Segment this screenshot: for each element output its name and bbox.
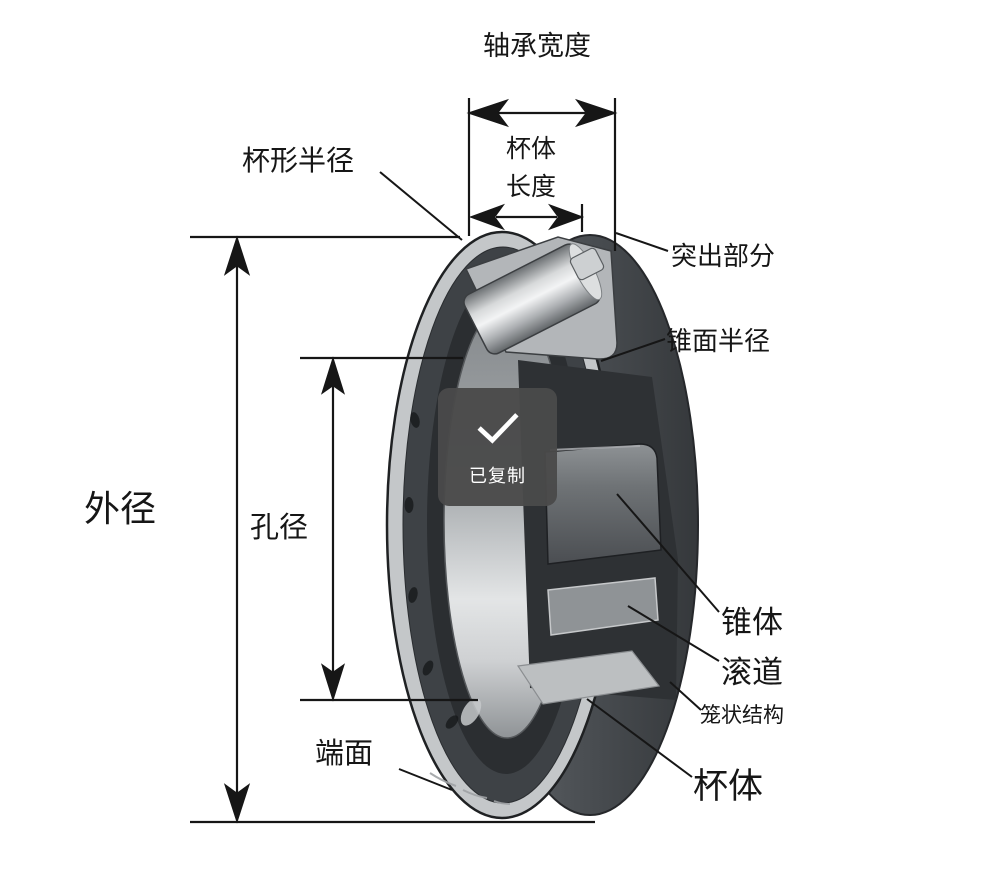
label-cone: 锥体 (721, 605, 783, 640)
label-cage-structure: 笼状结构 (700, 704, 784, 727)
label-cup-length: 杯体 长度 (471, 130, 591, 206)
label-cone-face-radius: 锥面半径 (666, 326, 771, 356)
leader-cone-face-radius (600, 338, 666, 362)
leader-cup (586, 698, 693, 778)
toast-message: 已复制 (469, 466, 526, 486)
cone-block (544, 443, 662, 565)
width-arrow-left (466, 98, 509, 128)
width-arrow-right (575, 98, 618, 128)
roller-stub (569, 247, 605, 281)
cage-pocket-shadows (404, 412, 459, 729)
od-arrow-down (223, 783, 251, 824)
label-cup-radius: 杯形半径 (242, 145, 355, 176)
leader-cage (669, 681, 702, 711)
leader-protrusion (615, 232, 669, 252)
label-bore-diameter: 孔径 (250, 512, 309, 544)
label-outer-diameter: 外径 (84, 488, 157, 529)
label-protrusion: 突出部分 (671, 241, 776, 271)
check-icon (477, 413, 519, 444)
leader-end-face (398, 768, 453, 791)
cone-top-highlight (549, 445, 641, 451)
raceway-roller (547, 577, 659, 636)
bore-arrow-up (320, 356, 346, 395)
label-end-face: 端面 (315, 738, 374, 770)
label-cup: 杯体 (693, 767, 764, 806)
dimension-lines (190, 98, 618, 824)
leader-raceway (627, 605, 720, 662)
bearing-body (385, 230, 699, 820)
label-cup-length-line1: 杯体 (505, 135, 556, 163)
bore-arrow-down (320, 663, 346, 702)
label-raceway: 滚道 (721, 655, 783, 690)
rim-engraving (429, 772, 511, 805)
bottom-roller (516, 650, 661, 705)
cup-length-arrow-right (547, 203, 585, 231)
leader-cone (616, 493, 720, 613)
copied-toast: 已复制 (438, 388, 557, 506)
od-arrow-up (223, 235, 251, 276)
label-cup-length-line2: 长度 (505, 173, 556, 201)
leader-cup-radius (379, 171, 463, 241)
cup-length-arrow-left (468, 203, 506, 231)
leader-lines (379, 171, 720, 791)
label-bearing-width: 轴承宽度 (483, 31, 591, 61)
glint-roller (460, 698, 482, 726)
